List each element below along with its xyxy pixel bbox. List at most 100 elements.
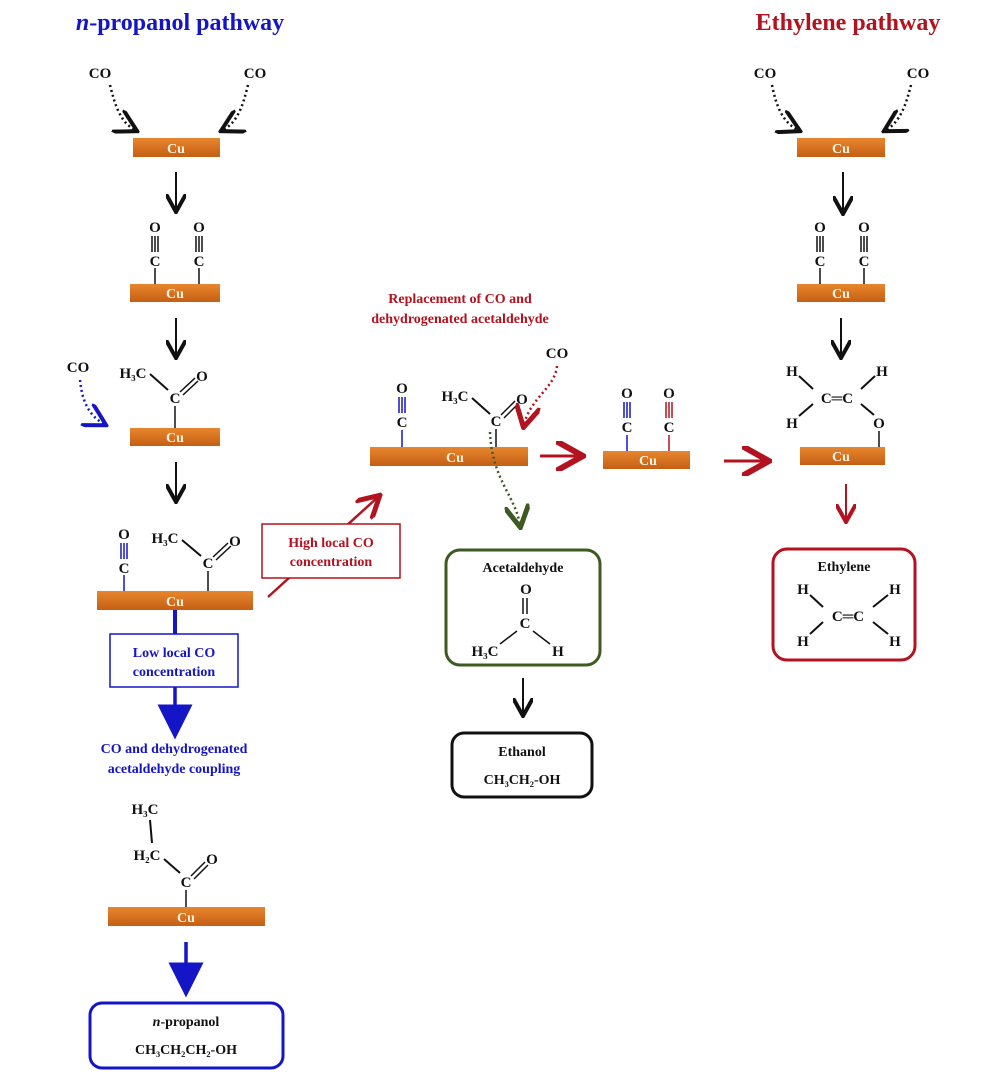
- svg-text:Cu: Cu: [177, 911, 195, 926]
- svg-text:C: C: [520, 616, 531, 632]
- cu-surface: Cu: [97, 591, 253, 610]
- svg-text:O: O: [193, 220, 205, 236]
- svg-text:O: O: [118, 527, 130, 543]
- svg-text:O: O: [814, 220, 826, 236]
- svg-text:n-propanol: n-propanol: [153, 1015, 220, 1030]
- low-co-box: Low local CO concentration: [109, 633, 239, 688]
- svg-text:Cu: Cu: [166, 287, 184, 302]
- adsorbed-co: O C: [149, 220, 161, 284]
- adsorbed-co: O C: [814, 220, 826, 284]
- svg-text:C: C: [491, 414, 502, 430]
- svg-text:O: O: [206, 852, 218, 868]
- svg-text:H: H: [889, 582, 901, 598]
- cu-surface: Cu: [797, 284, 885, 302]
- svg-text:O: O: [520, 582, 532, 598]
- svg-text:C: C: [150, 254, 161, 270]
- svg-text:C═C: C═C: [821, 391, 853, 407]
- svg-text:O: O: [149, 220, 161, 236]
- svg-text:C: C: [859, 254, 870, 270]
- co-label: CO: [754, 66, 777, 82]
- svg-text:C: C: [397, 415, 408, 431]
- svg-text:Ethylene: Ethylene: [818, 560, 871, 575]
- svg-text:O: O: [663, 386, 675, 402]
- svg-text:H₃C: H₃C: [472, 644, 499, 660]
- svg-text:concentration: concentration: [133, 665, 216, 680]
- svg-text:O: O: [229, 534, 241, 550]
- svg-text:C: C: [203, 556, 214, 572]
- svg-text:Cu: Cu: [639, 454, 657, 469]
- svg-text:concentration: concentration: [290, 555, 373, 570]
- svg-text:H: H: [876, 364, 888, 380]
- adsorbed-co-blue: O C: [396, 381, 408, 447]
- ethanol-product-box: Ethanol CH₃CH₂-OH: [450, 731, 594, 799]
- cu-surface: Cu: [130, 284, 220, 302]
- svg-text:C: C: [664, 420, 675, 436]
- svg-text:C: C: [119, 561, 130, 577]
- svg-text:H₂C: H₂C: [134, 848, 161, 864]
- co-label-blue: CO: [67, 360, 90, 376]
- svg-text:Cu: Cu: [166, 431, 184, 446]
- svg-text:Cu: Cu: [446, 451, 464, 466]
- dotted-arrow: [223, 84, 250, 130]
- svg-text:O: O: [516, 392, 528, 408]
- replacement-label: dehydrogenated acetaldehyde: [371, 312, 548, 327]
- dotted-arrow: [108, 84, 135, 130]
- coupling-label: CO and dehydrogenated: [101, 742, 248, 757]
- cu-surface: Cu: [797, 138, 885, 157]
- high-co-box: High local CO concentration: [261, 523, 401, 579]
- svg-text:H: H: [889, 634, 901, 650]
- svg-text:H: H: [786, 364, 798, 380]
- svg-text:O: O: [858, 220, 870, 236]
- cu-surface: Cu: [603, 451, 690, 469]
- svg-text:H₃C: H₃C: [442, 389, 469, 405]
- svg-text:O: O: [396, 381, 408, 397]
- svg-text:C: C: [815, 254, 826, 270]
- dotted-arrow-green: [488, 431, 520, 525]
- replacement-label: Replacement of CO and: [388, 292, 532, 307]
- adsorbed-co: O C: [858, 220, 870, 284]
- svg-text:H: H: [797, 634, 809, 650]
- svg-text:H₃C: H₃C: [120, 366, 147, 382]
- svg-text:Cu: Cu: [832, 450, 850, 465]
- svg-text:Cu: Cu: [832, 287, 850, 302]
- svg-text:C: C: [622, 420, 633, 436]
- svg-text:Acetaldehyde: Acetaldehyde: [483, 561, 564, 576]
- svg-text:Cu: Cu: [167, 142, 185, 157]
- ethylene-product-box: Ethylene H H C═C H H: [771, 547, 917, 662]
- svg-text:C: C: [181, 875, 192, 891]
- dotted-arrow-red: [524, 365, 559, 425]
- co-label: CO: [244, 66, 267, 82]
- enolate-intermediate: H H C═C H O: [786, 364, 888, 447]
- acetyl-intermediate: H₃C C O: [442, 389, 528, 447]
- adsorbed-co-blue: O C: [621, 386, 633, 451]
- cu-surface: Cu: [130, 428, 220, 446]
- title-n-propanol-pathway: n-propanol pathway: [76, 10, 284, 36]
- dotted-arrow-blue: [78, 379, 104, 424]
- svg-text:Ethanol: Ethanol: [498, 745, 546, 760]
- svg-text:Cu: Cu: [166, 595, 184, 610]
- dotted-arrow: [886, 84, 913, 130]
- co-label: CO: [907, 66, 930, 82]
- cu-surface: Cu: [108, 907, 265, 926]
- cu-surface: Cu: [800, 447, 885, 465]
- svg-text:O: O: [196, 369, 208, 385]
- svg-text:CH₃CH₂-OH: CH₃CH₂-OH: [484, 773, 561, 788]
- dotted-arrow: [770, 84, 798, 130]
- svg-text:C: C: [194, 254, 205, 270]
- svg-text:Cu: Cu: [832, 142, 850, 157]
- svg-text:Low local CO: Low local CO: [133, 646, 216, 661]
- title-ethylene-pathway: Ethylene pathway: [756, 10, 941, 36]
- co-label-red: CO: [546, 346, 569, 362]
- adsorbed-co-red: O C: [663, 386, 675, 451]
- svg-text:H: H: [786, 416, 798, 432]
- svg-text:H: H: [797, 582, 809, 598]
- n-propanol-product-box: n-propanol CH₃CH₂CH₂-OH: [88, 1001, 285, 1070]
- acetyl-intermediate: H₃C C O: [152, 531, 241, 591]
- svg-text:C═C: C═C: [832, 609, 864, 625]
- cu-surface: Cu: [133, 138, 220, 157]
- svg-text:C: C: [170, 391, 181, 407]
- svg-text:CH₃CH₂CH₂-OH: CH₃CH₂CH₂-OH: [135, 1043, 237, 1058]
- svg-text:H: H: [552, 644, 564, 660]
